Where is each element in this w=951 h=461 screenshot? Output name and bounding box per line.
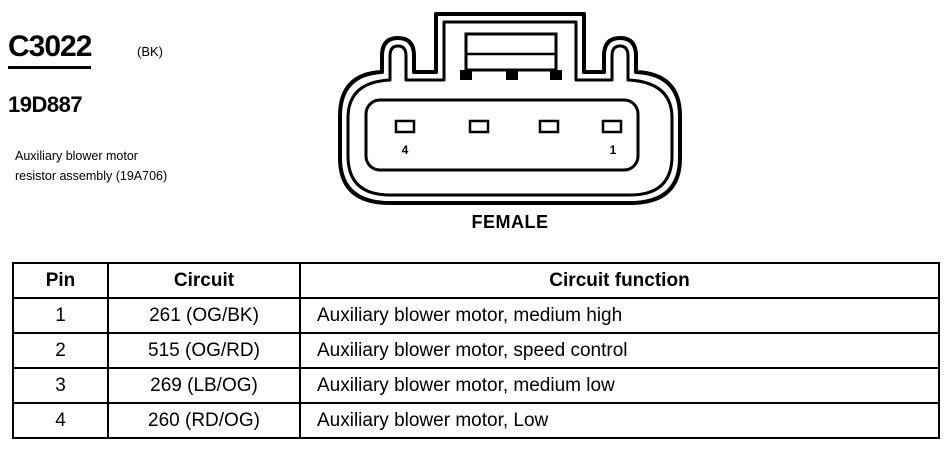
locking-tab	[460, 32, 562, 80]
part-number: 19D887	[8, 92, 83, 117]
table-row: 4 260 (RD/OG) Auxiliary blower motor, Lo…	[12, 402, 940, 439]
pin-table: Pin Circuit Circuit function 1 261 (OG/B…	[12, 262, 940, 439]
connector-housing-inner	[346, 20, 674, 197]
circuit-cell: 260 (RD/OG)	[107, 402, 301, 439]
connector-description: Auxiliary blower motor resistor assembly…	[15, 149, 168, 183]
header-pin: Pin	[12, 262, 109, 299]
connector-id: C3022	[8, 30, 92, 69]
table-row: 3 269 (LB/OG) Auxiliary blower motor, me…	[12, 367, 940, 404]
circuit-cell: 261 (OG/BK)	[107, 297, 301, 334]
terminal-cavity	[364, 98, 640, 172]
pin-label-right: 1	[610, 143, 617, 157]
terminal-2	[538, 119, 560, 134]
view-label: FEMALE	[471, 212, 549, 232]
function-cell: Auxiliary blower motor, medium high	[299, 297, 940, 334]
pin-cell: 1	[12, 297, 109, 334]
pin-cell: 2	[12, 332, 109, 369]
header-circuit: Circuit	[107, 262, 301, 299]
function-cell: Auxiliary blower motor, speed control	[299, 332, 940, 369]
pin-label-left: 4	[402, 143, 409, 157]
connector-housing-outer	[338, 12, 682, 205]
color-code: (BK)	[137, 44, 163, 59]
circuit-cell: 269 (LB/OG)	[107, 367, 301, 404]
circuit-cell: 515 (OG/RD)	[107, 332, 301, 369]
pin-cell: 4	[12, 402, 109, 439]
connector-face-diagram: 4 1	[338, 12, 682, 205]
function-cell: Auxiliary blower motor, Low	[299, 402, 940, 439]
terminal-3	[468, 119, 490, 134]
terminal-1	[601, 119, 623, 134]
header-circuit-function: Circuit function	[299, 262, 940, 299]
table-row: 2 515 (OG/RD) Auxiliary blower motor, sp…	[12, 332, 940, 369]
pin-cell: 3	[12, 367, 109, 404]
table-header-row: Pin Circuit Circuit function	[12, 262, 940, 299]
terminal-4	[394, 119, 416, 134]
table-row: 1 261 (OG/BK) Auxiliary blower motor, me…	[12, 297, 940, 334]
function-cell: Auxiliary blower motor, medium low	[299, 367, 940, 404]
